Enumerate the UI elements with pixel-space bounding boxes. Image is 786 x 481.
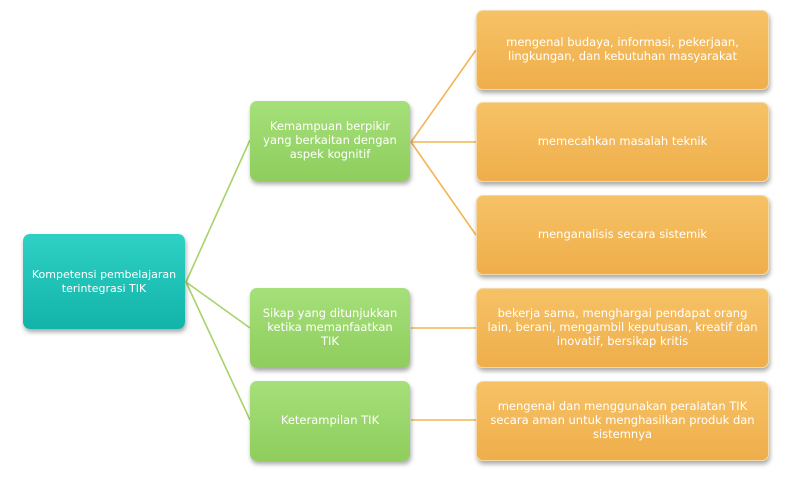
leaf-label-collaboration: bekerja sama, menghargai pendapat orang …: [487, 306, 758, 348]
connector-branch-1-leaf-3: [410, 141, 477, 236]
connector-root-branch-1: [185, 139, 251, 283]
leaf-node-problem-solving: memecahkan masalah teknik: [476, 102, 769, 182]
leaf-label-ict-tools: mengenal dan menggunakan peralatan TIK s…: [490, 399, 755, 441]
leaf-label-problem-solving: memecahkan masalah teknik: [537, 134, 708, 149]
leaf-node-systemic-analysis: menganalisis secara sistemik: [476, 195, 769, 275]
branch-label-attitude: Sikap yang ditunjukkan ketika memanfaatk…: [262, 306, 398, 348]
branch-node-cognitive: Kemampuan berpikir yang berkaitan dengan…: [250, 101, 410, 181]
root-node: Kompetensi pembelajaran terintegrasi TIK: [23, 234, 185, 329]
leaf-node-ict-tools: mengenal dan menggunakan peralatan TIK s…: [476, 381, 769, 461]
leaf-node-collaboration: bekerja sama, menghargai pendapat orang …: [476, 288, 769, 368]
connector-root-branch-2: [185, 281, 251, 329]
branch-label-cognitive: Kemampuan berpikir yang berkaitan dengan…: [263, 119, 397, 161]
leaf-label-systemic-analysis: menganalisis secara sistemik: [537, 227, 708, 242]
connector-root-branch-3: [185, 281, 251, 421]
leaf-label-culture: mengenal budaya, informasi, pekerjaan, l…: [506, 35, 739, 63]
root-label: Kompetensi pembelajaran terintegrasi TIK: [31, 268, 177, 295]
branch-label-skill: Keterampilan TIK: [280, 413, 380, 428]
connector-branch-1-leaf-1: [410, 49, 477, 143]
leaf-node-culture: mengenal budaya, informasi, pekerjaan, l…: [476, 10, 769, 90]
branch-node-attitude: Sikap yang ditunjukkan ketika memanfaatk…: [250, 288, 410, 368]
branch-node-skill: Keterampilan TIK: [250, 381, 410, 461]
